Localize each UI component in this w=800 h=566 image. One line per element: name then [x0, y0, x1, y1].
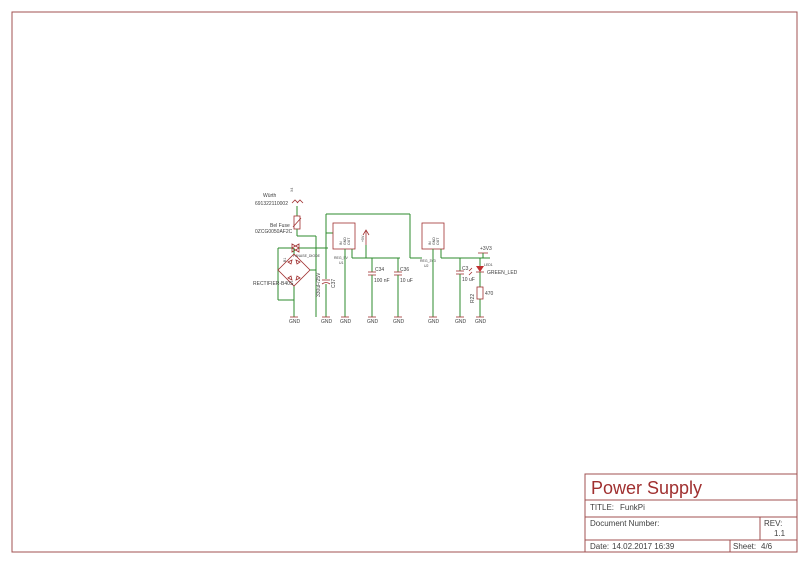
c36-value: 10 uF	[400, 278, 413, 284]
green-led: LED1 GREEN_LED	[468, 258, 518, 287]
gnd-symbol: GND	[475, 316, 487, 325]
gnd-symbol: GND	[428, 316, 440, 325]
rail-5v-label: +5V	[361, 235, 365, 242]
fuse-part-number: 0ZCG0050AF2C	[255, 229, 293, 235]
rectifier-name: RECTIFIER-B40S	[253, 281, 294, 287]
c3-ref: C3	[462, 266, 469, 272]
capacitor-c36: C36 10 uF	[394, 258, 413, 317]
svg-text:GND: GND	[321, 319, 333, 325]
capacitor-c37: 330uF/25V C37	[316, 247, 337, 317]
svg-text:GND: GND	[289, 319, 301, 325]
reg2-label: REG_3V3	[420, 259, 436, 263]
rectifier-ref: B1	[283, 258, 287, 262]
c37-value: 330uF/25V	[316, 272, 322, 297]
reg1-pin-out: OUT	[347, 237, 351, 245]
svg-text:GND: GND	[340, 319, 352, 325]
connector-vendor: Würth	[263, 193, 277, 199]
c3-value: 10 uF	[462, 277, 475, 283]
capacitor-c3: C3 10 uF	[456, 258, 475, 317]
protection-diode: PANASE_DIODE	[288, 243, 321, 258]
sheet-label: Sheet:	[733, 542, 756, 551]
c34-value: 100 nF	[374, 278, 390, 284]
r22-value: 470	[485, 291, 494, 297]
svg-text:GND: GND	[428, 319, 440, 325]
schematic: Würth 691322110002 X4 Bel Fuse 0ZCG0050A…	[253, 188, 518, 325]
svg-text:GND: GND	[455, 319, 467, 325]
title-label: TITLE:	[590, 503, 614, 512]
svg-text:GND: GND	[475, 319, 487, 325]
rev-label: REV:	[764, 519, 782, 528]
rectifier-b1: B1 RECTIFIER-B40S	[253, 248, 311, 287]
rev-value: 1.1	[774, 529, 786, 538]
svg-text:GND: GND	[393, 319, 405, 325]
rail-3v3: +3V3	[478, 246, 492, 258]
document-number-label: Document Number:	[590, 519, 659, 528]
regulator-5v: IN GND OUT REG_5V U1	[332, 222, 356, 317]
reg2-pin-gnd: GND	[432, 237, 436, 245]
gnd-symbol: GND	[393, 316, 405, 325]
led-name: GREEN_LED	[487, 270, 518, 276]
title-value: FunkPi	[620, 503, 645, 512]
sheet-frame	[11, 11, 798, 553]
c34-ref: C34	[375, 267, 384, 273]
gnd-symbols: GND GND GND GND GND GND	[289, 316, 487, 325]
regulator-3v3: IN GND OUT REG_3V3 U2	[420, 222, 445, 317]
reg1-pin-in: IN	[339, 241, 343, 245]
led-ref: LED1	[484, 263, 493, 267]
svg-text:GND: GND	[367, 319, 379, 325]
diode-label: PANASE_DIODE	[293, 254, 321, 258]
gnd-symbol: GND	[321, 316, 333, 325]
gnd-symbol: GND	[367, 316, 379, 325]
capacitor-c34: C34 100 nF	[368, 258, 390, 317]
fuse-name: Bel Fuse	[270, 223, 290, 229]
sheet-value: 4/6	[761, 542, 773, 551]
reg1-label: REG_5V	[334, 256, 348, 260]
gnd-symbol: GND	[455, 316, 467, 325]
reg2-sub: U2	[424, 264, 429, 268]
date-label: Date:	[590, 542, 609, 551]
reg1-sub: U1	[339, 261, 344, 265]
connector-part-number: 691322110002	[255, 201, 288, 207]
gnd-symbol: GND	[289, 316, 301, 325]
connector-ref: X4	[290, 188, 294, 192]
connector-x4: Würth 691322110002 X4	[255, 188, 304, 216]
c36-ref: C36	[400, 267, 409, 273]
fuse: Bel Fuse 0ZCG0050AF2C	[255, 215, 302, 236]
gnd-symbol: GND	[340, 316, 352, 325]
date-value: 14.02.2017 16:39	[612, 542, 675, 551]
reg1-pin-gnd: GND	[343, 237, 347, 245]
title-block: Power Supply TITLE: FunkPi Document Numb…	[584, 473, 798, 553]
c37-ref: C37	[331, 279, 337, 288]
rail-3v3-label: +3V3	[480, 246, 492, 252]
title-block-heading: Power Supply	[591, 478, 702, 498]
r22-ref: R22	[470, 294, 476, 303]
reg2-pin-out: OUT	[436, 237, 440, 245]
rail-5v: +5V	[361, 229, 370, 258]
resistor-r22: R22 470	[470, 286, 494, 317]
reg2-pin-in: IN	[428, 241, 432, 245]
